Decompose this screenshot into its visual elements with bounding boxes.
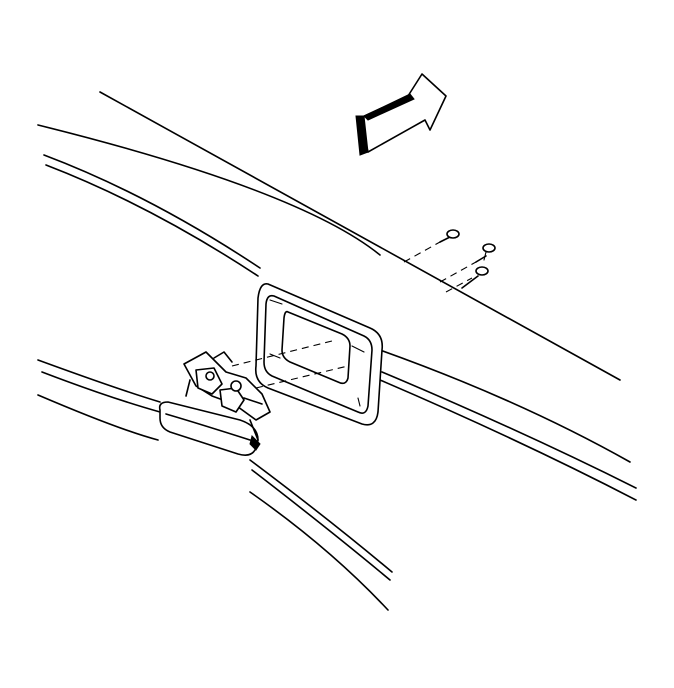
- front-direction-arrow-icon: [355, 73, 447, 156]
- bolt-icon: [445, 266, 489, 293]
- panel-lower-edge: [37, 359, 393, 611]
- alignment-lines: [231, 339, 349, 389]
- outside-handle-assembly: [158, 351, 271, 456]
- bolt-icon: [439, 243, 496, 283]
- handle-bezel: [254, 282, 384, 426]
- bolt-icon: [403, 229, 460, 263]
- panel-upper-edge: [37, 91, 637, 501]
